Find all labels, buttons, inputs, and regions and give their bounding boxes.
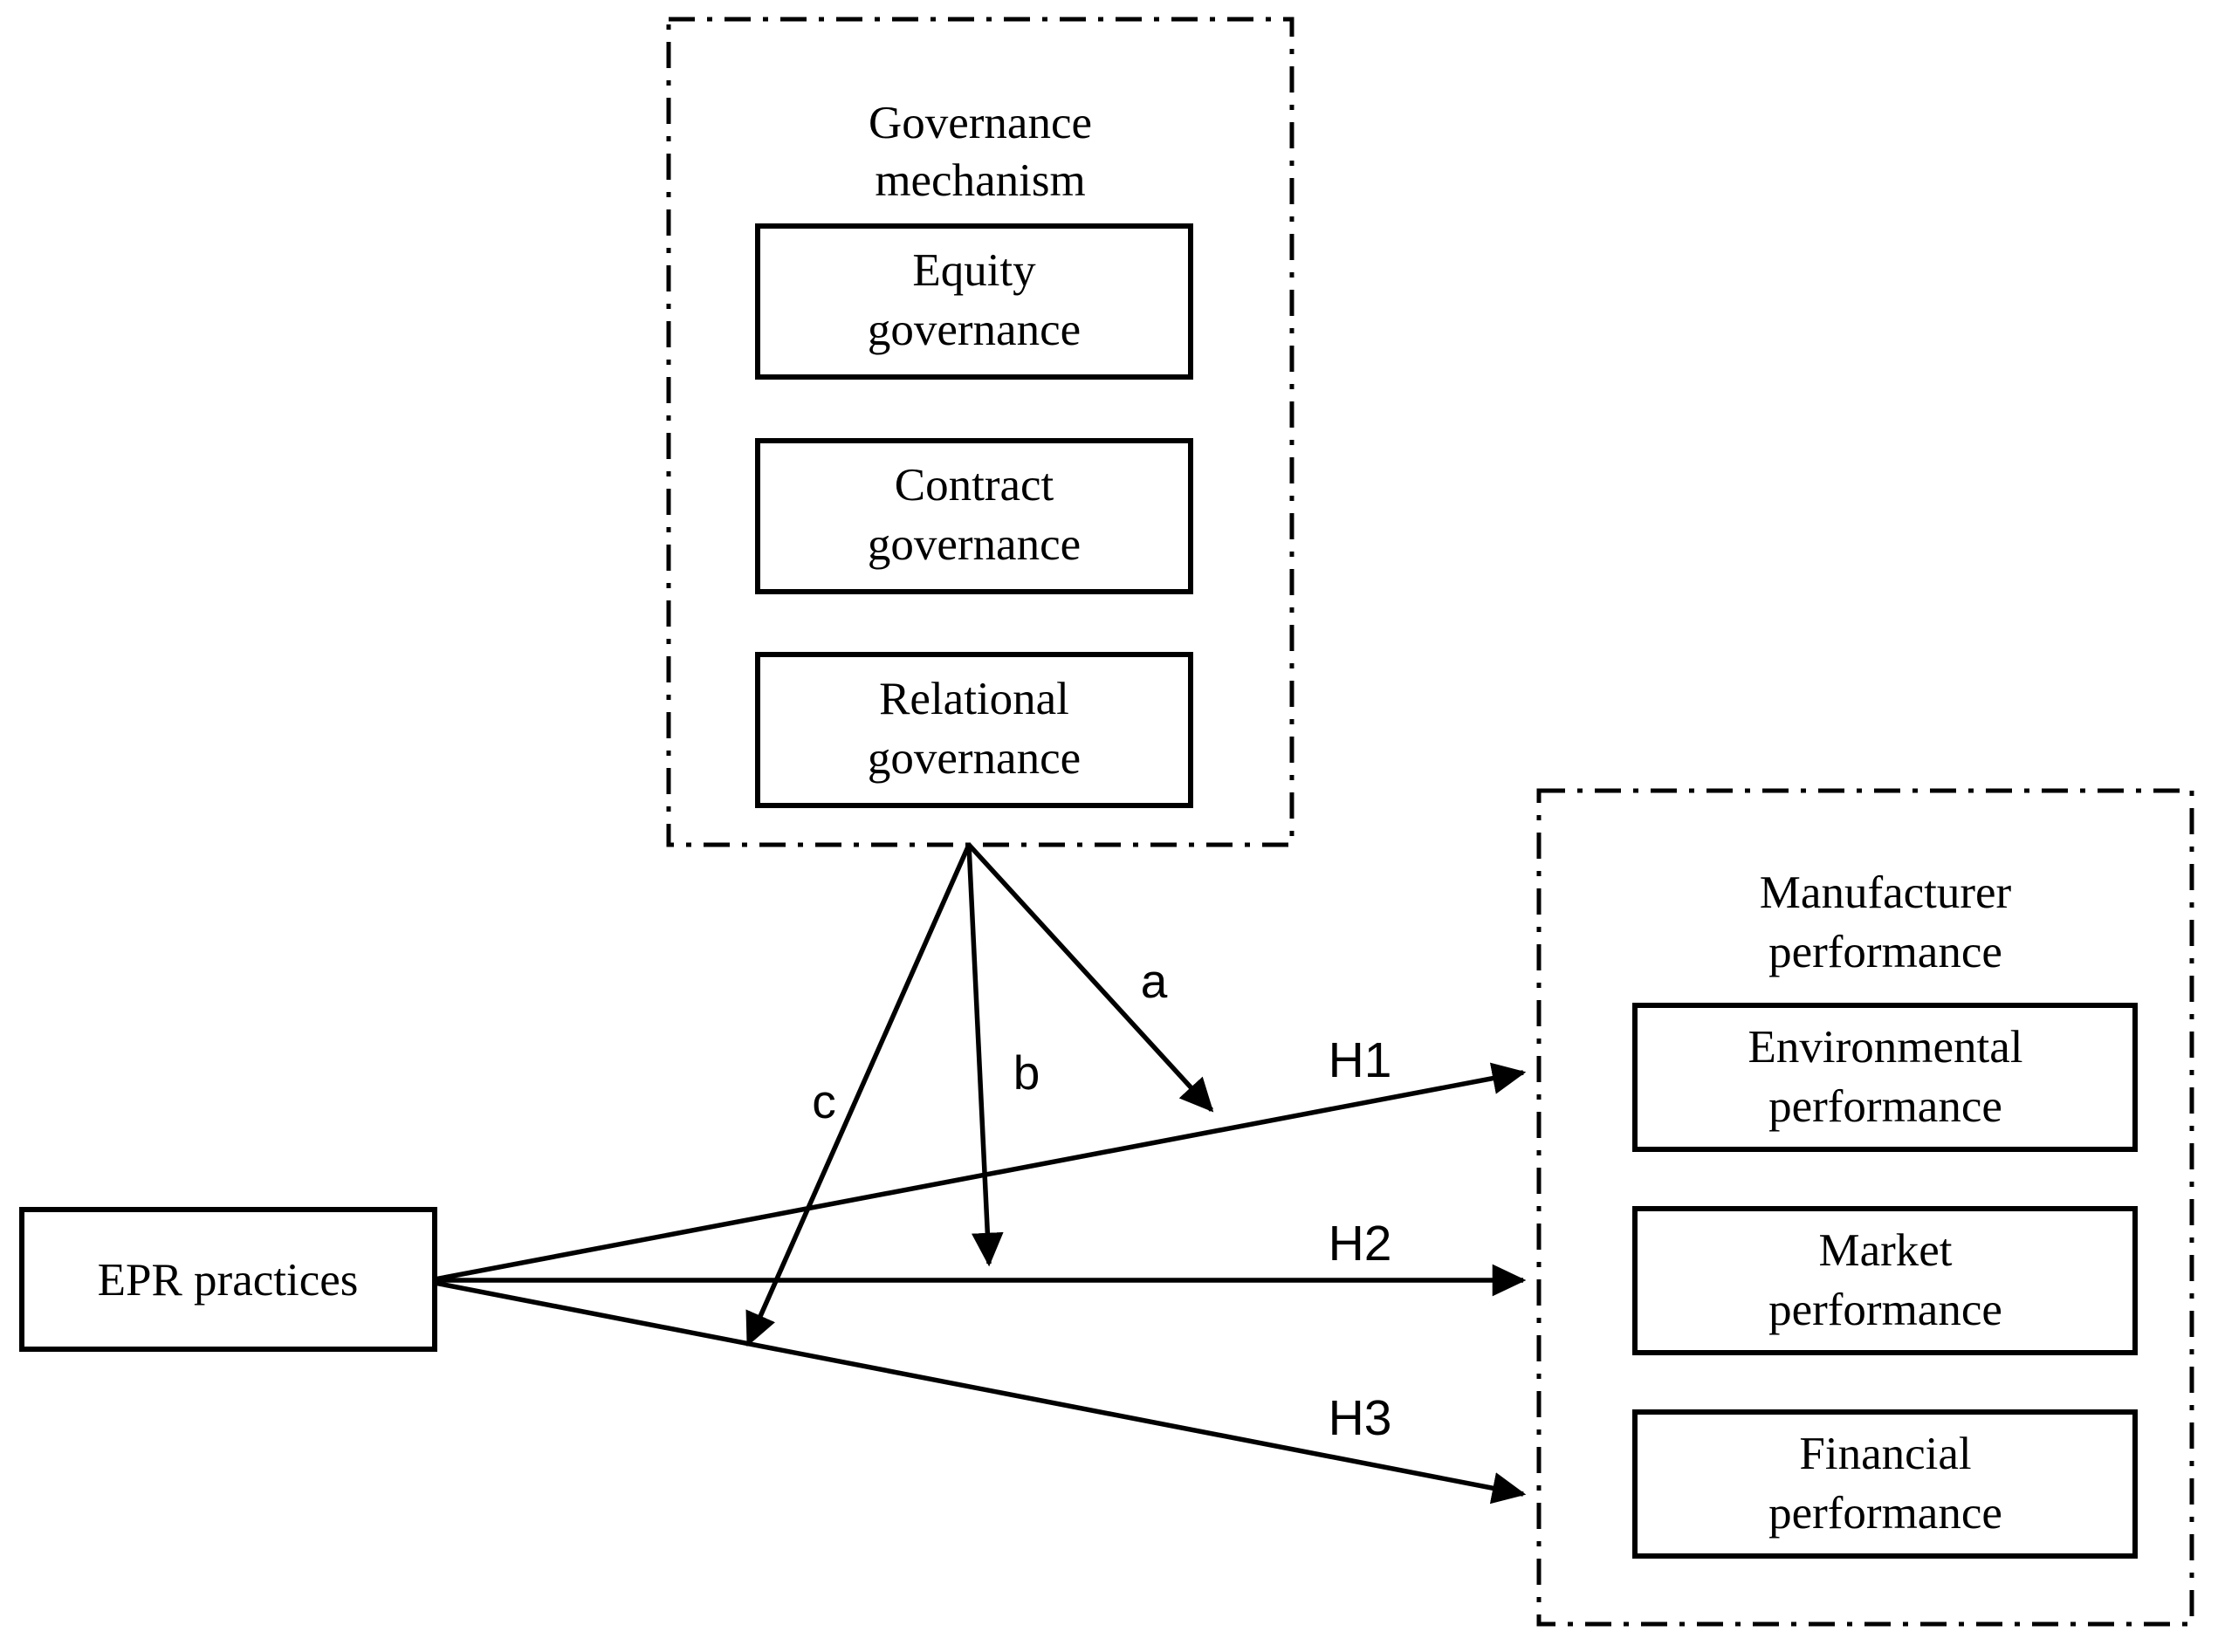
- node-market-performance-line1: Market: [1818, 1225, 1952, 1276]
- governance-group-title-line1: Governance: [869, 98, 1092, 148]
- node-environmental-performance[interactable]: [1632, 1003, 2138, 1152]
- node-market-performance-line2: performance: [1768, 1285, 2002, 1335]
- node-epr-practices-label: EPR practices: [98, 1255, 359, 1306]
- node-contract-governance-line2: governance: [868, 519, 1081, 570]
- hypothesis-label-h1: H1: [1329, 1032, 1392, 1088]
- node-contract-governance[interactable]: [755, 438, 1193, 594]
- node-environmental-performance-line2: performance: [1768, 1081, 2002, 1132]
- hypothesis-label-h3: H3: [1329, 1390, 1392, 1446]
- path-a-arrow: [966, 843, 1214, 1113]
- h1-arrow: [434, 1062, 1527, 1282]
- governance-group-title-line2: mechanism: [875, 155, 1085, 206]
- node-contract-governance-line1: Contract: [895, 460, 1054, 511]
- path-label-c: c: [812, 1074, 836, 1128]
- node-financial-performance-line1: Financial: [1799, 1429, 1971, 1479]
- node-equity-governance-line2: governance: [868, 305, 1081, 355]
- performance-group-title-line1: Manufacturer: [1760, 867, 2012, 918]
- node-equity-governance-line1: Equity: [912, 245, 1036, 296]
- h3-arrow: [434, 1280, 1527, 1505]
- node-relational-governance-line2: governance: [868, 733, 1081, 784]
- node-financial-performance-line2: performance: [1768, 1488, 2002, 1539]
- node-relational-governance[interactable]: [755, 652, 1193, 808]
- path-b-arrow: [966, 844, 1004, 1267]
- node-equity-governance[interactable]: [755, 223, 1193, 380]
- hypothesis-label-h2: H2: [1329, 1216, 1392, 1272]
- node-environmental-performance-line1: Environmental: [1748, 1022, 2023, 1073]
- path-c-arrow: [745, 843, 972, 1347]
- node-relational-governance-line1: Relational: [879, 674, 1069, 724]
- path-label-b: b: [1013, 1045, 1040, 1100]
- performance-group-border: [1536, 788, 2194, 1627]
- performance-group-title-line2: performance: [1768, 927, 2002, 977]
- node-financial-performance[interactable]: [1632, 1409, 2138, 1559]
- node-market-performance[interactable]: [1632, 1206, 2138, 1355]
- path-label-a: a: [1141, 954, 1168, 1008]
